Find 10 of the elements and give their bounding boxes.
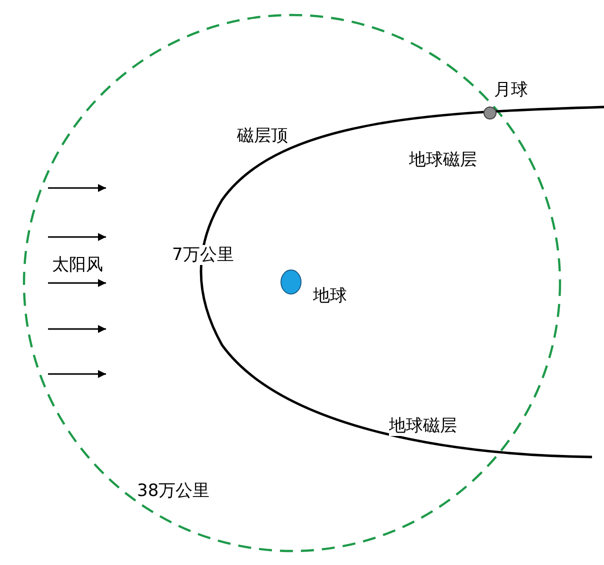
distance-label: 38万公里 bbox=[137, 481, 210, 501]
moon-dot bbox=[484, 106, 496, 120]
node-caption: 地球 bbox=[313, 286, 347, 306]
region-label: 地球磁层 bbox=[409, 150, 477, 170]
earth-dot bbox=[280, 270, 302, 294]
region-label: 太阳风 bbox=[52, 255, 103, 275]
region-label: 磁层顶 bbox=[237, 126, 288, 146]
distance-label: 7万公里 bbox=[172, 245, 234, 265]
node-caption: 月球 bbox=[494, 80, 528, 100]
region-label: 地球磁层 bbox=[389, 416, 457, 436]
